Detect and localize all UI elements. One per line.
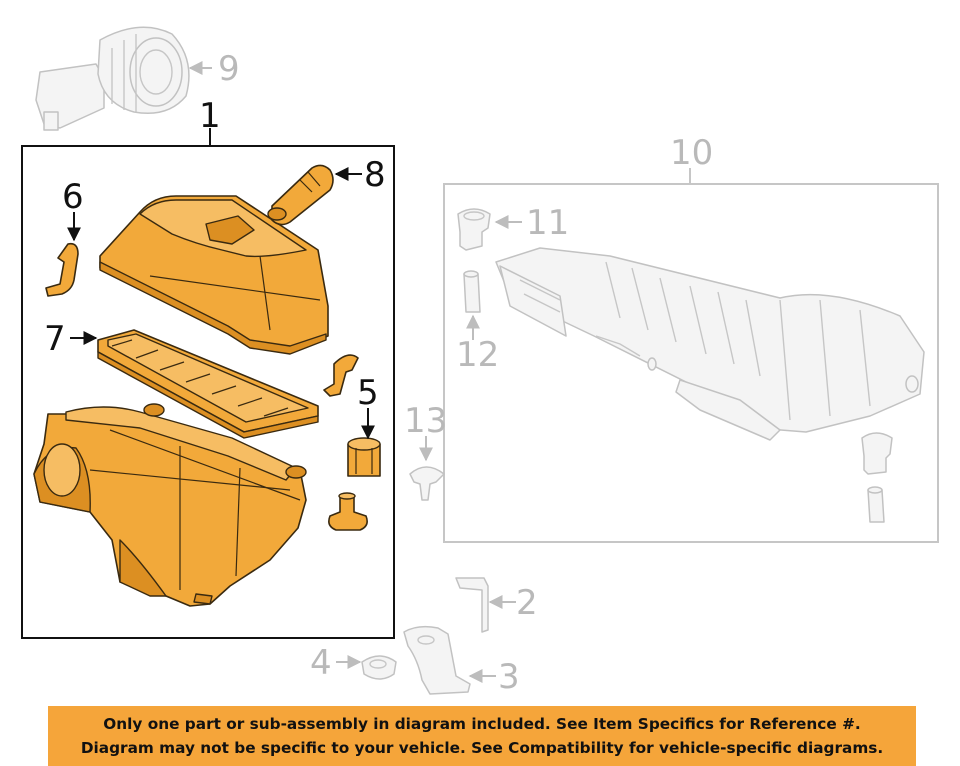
sleeve-right	[867, 486, 885, 523]
air-filter-part-7	[97, 329, 319, 439]
callout-11: 11	[526, 203, 569, 243]
air-cleaner-lower-housing	[33, 403, 307, 607]
disclaimer-line-2: Diagram may not be specific to your vehi…	[80, 739, 884, 757]
callout-4: 4	[310, 643, 332, 683]
resonator-frame	[443, 183, 939, 543]
callout-2: 2	[516, 583, 538, 623]
grommet-right	[861, 432, 893, 475]
air-cleaner-cover	[99, 195, 329, 355]
callout-1: 1	[199, 96, 221, 136]
hose-part-8	[267, 164, 334, 226]
assembly-frame	[21, 145, 395, 639]
mount-stud	[328, 492, 368, 531]
callout-5: 5	[357, 373, 379, 413]
callout-12: 12	[456, 335, 499, 375]
callout-7: 7	[44, 319, 66, 359]
intake-resonator-part-10	[495, 247, 925, 441]
callout-9: 9	[218, 49, 240, 89]
callout-10: 10	[670, 133, 713, 173]
clip-bracket	[323, 354, 359, 397]
callout-6: 6	[62, 177, 84, 217]
rubber-mount-part-4	[361, 655, 397, 680]
disclaimer-line-1: Only one part or sub-assembly in diagram…	[103, 715, 861, 733]
push-clip-part-13	[409, 466, 445, 501]
mount-bracket-part-3	[403, 625, 471, 695]
bracket-part-2	[455, 577, 489, 633]
grommet-part-11	[457, 208, 491, 251]
callout-3: 3	[498, 657, 520, 697]
sleeve-part-12	[463, 270, 481, 313]
grommet-part-5	[347, 437, 381, 477]
callout-8: 8	[364, 155, 386, 195]
bracket-part-6	[45, 242, 79, 297]
callout-13: 13	[404, 401, 447, 441]
maf-sensor-part-9	[35, 26, 190, 131]
disclaimer-banner: Only one part or sub-assembly in diagram…	[48, 706, 916, 766]
